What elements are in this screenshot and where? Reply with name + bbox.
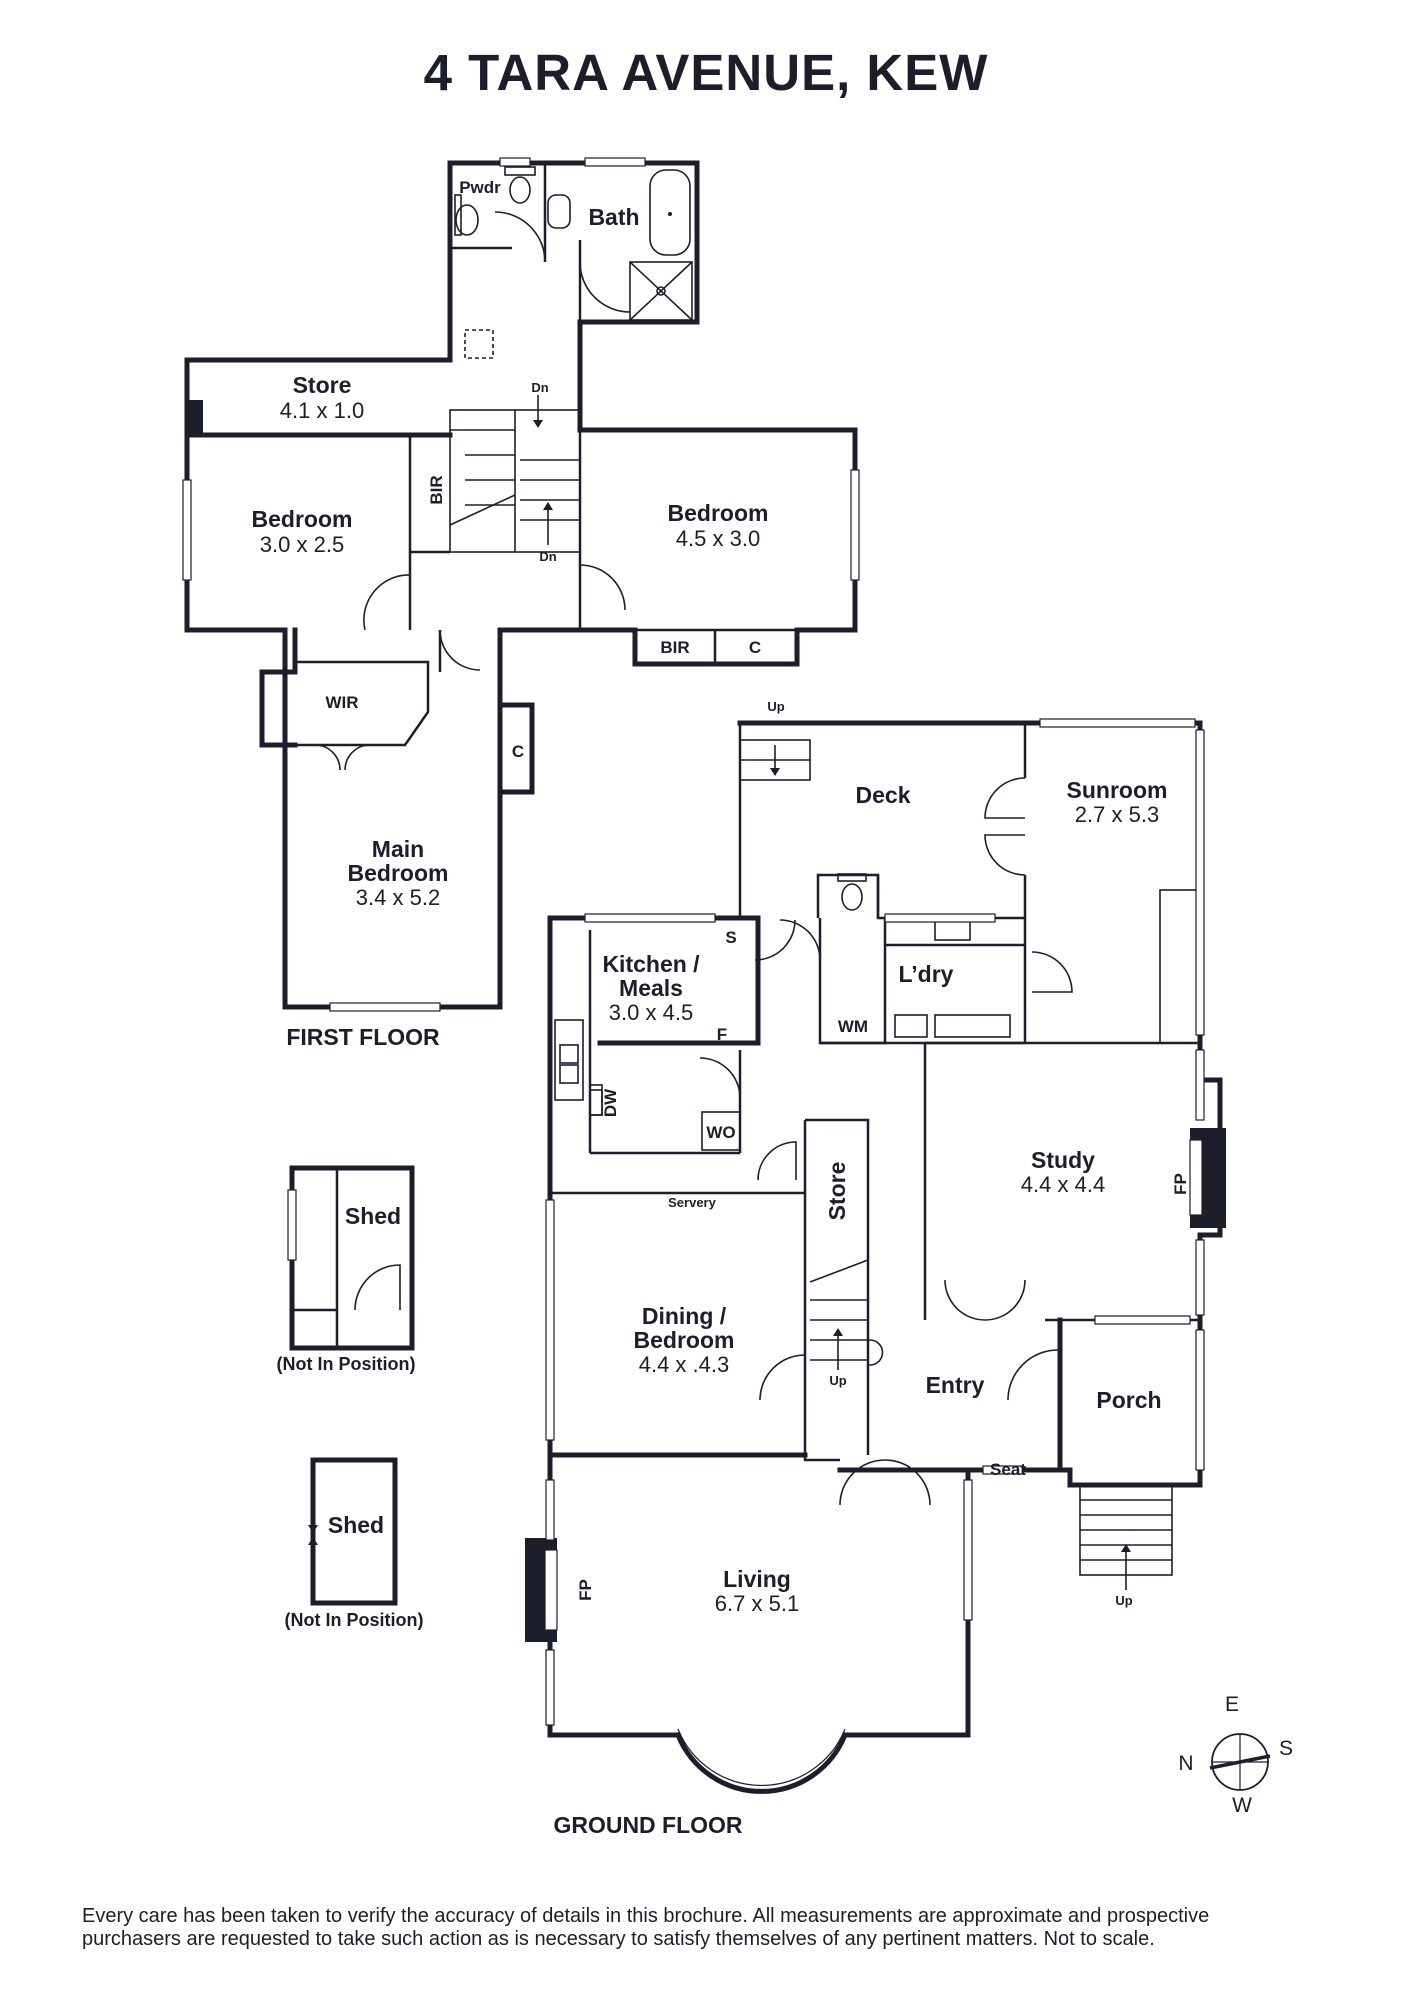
label-fp-living: FP xyxy=(576,1579,595,1601)
disclaimer-line-1: Every care has been taken to verify the … xyxy=(82,1905,1209,1927)
room-label-main-bedroom-1: Main xyxy=(372,836,424,862)
shed-2 xyxy=(308,1457,398,1606)
room-label-kitchen-2: Meals xyxy=(619,975,683,1001)
label-wm: WM xyxy=(838,1017,868,1036)
room-label-entry: Entry xyxy=(926,1372,985,1398)
room-dim-store-upper: 4.1 x 1.0 xyxy=(280,398,364,423)
room-label-dining-1: Dining / xyxy=(642,1303,727,1329)
label-up-deck: Up xyxy=(767,699,784,714)
label-bir-west: BIR xyxy=(427,475,446,504)
room-label-store-upper: Store xyxy=(293,372,352,398)
ground-floor xyxy=(525,718,1226,1794)
room-label-store-lower: Store xyxy=(824,1162,850,1221)
room-label-kitchen-1: Kitchen / xyxy=(602,951,700,977)
room-label-pwdr: Pwdr xyxy=(459,178,501,197)
room-label-bath: Bath xyxy=(588,204,639,230)
label-fp-study: FP xyxy=(1171,1173,1190,1195)
room-label-dining-2: Bedroom xyxy=(634,1327,735,1353)
room-label-deck: Deck xyxy=(856,782,911,808)
room-label-study: Study xyxy=(1031,1147,1095,1173)
first-floor xyxy=(182,157,860,1012)
label-not-in-position-2: (Not In Position) xyxy=(285,1610,424,1630)
compass-e: E xyxy=(1225,1693,1239,1716)
label-up-stairs: Up xyxy=(829,1373,846,1388)
label-c-main: C xyxy=(512,742,524,761)
label-s: S xyxy=(725,928,736,947)
label-not-in-position-1: (Not In Position) xyxy=(277,1354,416,1374)
room-dim-living: 6.7 x 5.1 xyxy=(715,1591,799,1616)
page-title: 4 TARA AVENUE, KEW xyxy=(424,44,989,101)
floor-label-first: FIRST FLOOR xyxy=(286,1024,440,1050)
room-dim-bedroom-east: 4.5 x 3.0 xyxy=(676,526,760,551)
floor-label-ground: GROUND FLOOR xyxy=(553,1812,742,1838)
compass-s: S xyxy=(1279,1737,1293,1760)
room-label-wir: WIR xyxy=(325,693,358,712)
compass-n: N xyxy=(1178,1752,1193,1775)
room-dim-main-bedroom: 3.4 x 5.2 xyxy=(356,885,440,910)
label-seat: Seat xyxy=(990,1460,1026,1479)
room-label-bedroom-east: Bedroom xyxy=(668,500,769,526)
compass-w: W xyxy=(1232,1794,1252,1817)
room-dim-bedroom-west: 3.0 x 2.5 xyxy=(260,532,344,557)
label-up-porch: Up xyxy=(1115,1593,1132,1608)
room-label-laundry: L’dry xyxy=(899,961,954,987)
label-c-east: C xyxy=(749,638,761,657)
label-bir-east: BIR xyxy=(660,638,689,657)
room-dim-dining: 4.4 x .4.3 xyxy=(639,1352,730,1377)
label-servery: Servery xyxy=(668,1195,716,1210)
room-label-main-bedroom-2: Bedroom xyxy=(348,860,449,886)
label-dn-upper: Dn xyxy=(531,380,548,395)
room-dim-kitchen: 3.0 x 4.5 xyxy=(609,1000,693,1025)
room-label-shed-1: Shed xyxy=(345,1203,401,1229)
label-dw: DW xyxy=(601,1088,620,1117)
room-label-bedroom-west: Bedroom xyxy=(252,506,353,532)
room-label-living: Living xyxy=(723,1566,791,1592)
room-dim-study: 4.4 x 4.4 xyxy=(1021,1172,1105,1197)
room-label-sunroom: Sunroom xyxy=(1067,777,1168,803)
room-label-shed-2: Shed xyxy=(328,1512,384,1538)
label-dn-lower: Dn xyxy=(539,549,556,564)
disclaimer-line-2: purchasers are requested to take such ac… xyxy=(82,1928,1155,1950)
label-wo: WO xyxy=(706,1123,735,1142)
room-dim-sunroom: 2.7 x 5.3 xyxy=(1075,802,1159,827)
compass xyxy=(1209,1733,1271,1791)
shed-1 xyxy=(287,1165,415,1351)
label-f: F xyxy=(717,1025,727,1044)
room-label-porch: Porch xyxy=(1096,1387,1161,1413)
